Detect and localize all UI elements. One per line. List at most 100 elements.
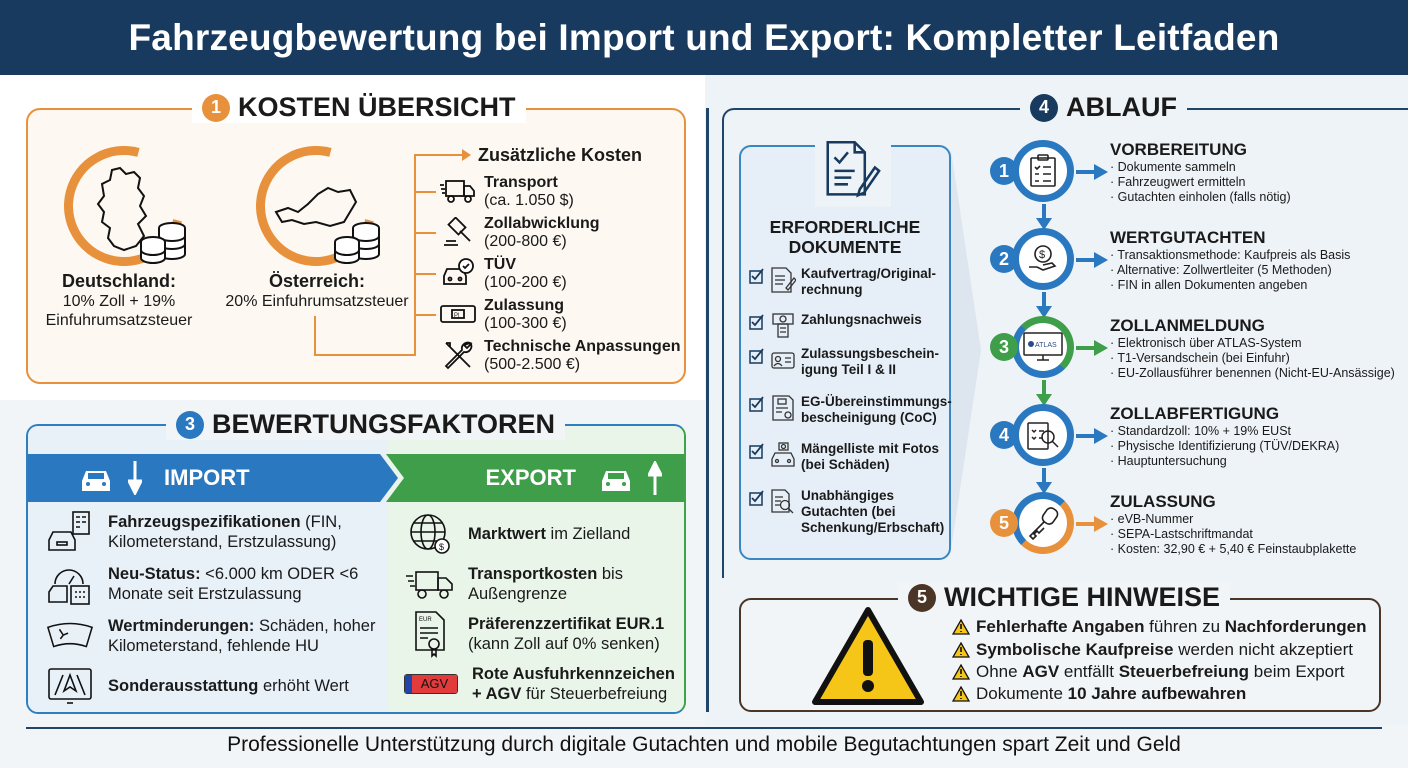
ablauf-title: 4 ABLAUF <box>1020 92 1187 123</box>
country-rate: 20% Einfuhrumsatzsteuer <box>225 293 409 310</box>
step-circle: $ <box>1012 228 1074 290</box>
bewertung-title: 3 BEWERTUNGSFAKTOREN <box>166 409 566 440</box>
export-item: Transportkosten bis Außengrenze <box>406 562 686 606</box>
payment-icon <box>772 313 794 338</box>
cost-label: Technische Anpassungen <box>484 338 681 355</box>
cost-value: (500-2.500 €) <box>484 356 581 373</box>
step-content: ZOLLANMELDUNG Elektronisch über ATLAS-Sy… <box>1110 316 1408 381</box>
camera-car-icon <box>771 442 795 467</box>
clipboard-icon <box>1030 154 1056 187</box>
step-bullet: Alternative: Zollwertleiter (5 Methoden) <box>1110 263 1408 278</box>
kosten-section: Deutschland: 10% Zoll + 19% Einfuhrumsat… <box>26 108 686 384</box>
step-bullet: Transaktionsmethode: Kaufpreis als Basis <box>1110 248 1408 263</box>
arrow-down-icon <box>1036 292 1052 318</box>
checkbox-checked-icon <box>749 443 764 459</box>
factor-bold: Marktwert <box>468 525 546 543</box>
hint-bold: AGV <box>1022 662 1060 681</box>
money-hand-icon: $ <box>1029 245 1057 271</box>
car-icon <box>602 471 630 491</box>
step-bullet: eVB-Nummer <box>1110 512 1408 527</box>
checkbox-checked-icon <box>749 490 764 506</box>
cost-item-zulassung: P| Zulassung(100-300 €) <box>440 297 567 333</box>
license-plate-icon: P| <box>440 297 476 331</box>
step-number: 5 <box>990 509 1018 537</box>
factor-bold: Sonderausstattung <box>108 677 259 695</box>
warning-triangle-icon <box>812 607 924 705</box>
step-bullet: Standardzoll: 10% + 19% EUSt <box>1110 424 1408 439</box>
svg-text:ATLAS: ATLAS <box>1035 342 1057 349</box>
step-circle <box>1012 140 1074 202</box>
documents-title-2: DOKUMENTE <box>788 237 902 257</box>
factor-text: für Steuerbefreiung <box>521 685 668 703</box>
page-title: Fahrzeugbewertung bei Import und Export:… <box>128 16 1280 58</box>
step-bullet: T1-Versandschein (bei Einfuhr) <box>1110 351 1408 366</box>
document-pen-icon <box>815 133 891 207</box>
document-item: Kaufvertrag/Original-rechnung <box>749 266 936 298</box>
header: Fahrzeugbewertung bei Import und Export:… <box>0 0 1408 75</box>
step-bullet: Kosten: 32,90 € + 5,40 € Feinstaubplaket… <box>1110 542 1408 557</box>
contract-icon <box>771 267 796 293</box>
document-label-2: bescheinigung (CoC) <box>801 410 937 425</box>
step-content: ZULASSUNG eVB-NummerSEPA-Lastschriftmand… <box>1110 492 1408 557</box>
coins-icon <box>334 222 380 264</box>
import-item: Wertminderungen: Schäden, hoher Kilomete… <box>46 614 386 658</box>
agv-plate-icon: AGV <box>404 662 458 706</box>
hint-bold: Symbolische Kaufpreise <box>976 640 1174 659</box>
step-bullet: Gutachten einholen (falls nötig) <box>1110 190 1408 205</box>
step-bullet: Dokumente sammeln <box>1110 160 1408 175</box>
arrow-right-icon <box>1076 164 1108 180</box>
checkbox-checked-icon <box>749 268 764 284</box>
cost-item-zollabwicklung: Zollabwicklung(200-800 €) <box>440 215 600 251</box>
hint-item: Symbolische Kaufpreise werden nicht akze… <box>952 640 1353 660</box>
cost-item-tuev: TÜV(100-200 €) <box>440 256 567 292</box>
document-label: Mängelliste mit Fotos <box>801 441 940 456</box>
cost-value: (ca. 1.050 $) <box>484 192 574 209</box>
svg-text:P|: P| <box>454 313 460 319</box>
id-card-icon <box>771 352 795 369</box>
document-label-2: rechnung <box>801 282 863 297</box>
flow-branch <box>414 191 436 193</box>
step-bullet: SEPA-Lastschriftmandat <box>1110 527 1408 542</box>
gavel-icon <box>440 215 476 249</box>
truck-icon <box>406 562 454 606</box>
flow-branch <box>414 314 436 316</box>
bewertung-section: IMPORT EXPORT <box>26 424 686 714</box>
truck-icon <box>440 174 476 208</box>
footer-text: Professionelle Unterstützung durch digit… <box>227 733 1181 756</box>
cost-label: Zulassung <box>484 297 565 314</box>
country-name: Deutschland: <box>61 271 176 291</box>
step-content: VORBEREITUNG Dokumente sammelnFahrzeugwe… <box>1110 140 1408 205</box>
austria-map-icon <box>274 186 358 228</box>
warning-icon <box>952 619 970 635</box>
document-label-2: Gutachten (bei <box>801 504 896 519</box>
svg-text:$: $ <box>1039 249 1045 261</box>
hint-text: Dokumente <box>976 684 1068 703</box>
germany-map-icon <box>96 166 148 252</box>
factor-bold: Fahrzeugspezifikationen <box>108 513 301 531</box>
factor-text: <6.000 km ODER <6 Monate seit Erstzulass… <box>108 565 359 603</box>
hint-text: führen zu <box>1144 617 1225 636</box>
hint-bold: Steuerbefreiung <box>1118 662 1250 681</box>
document-search-icon <box>771 489 794 514</box>
document-label: Unabhängiges <box>801 488 895 503</box>
section-title: WICHTIGE HINWEISE <box>944 582 1220 612</box>
document-label: Kaufvertrag/Original- <box>801 266 937 281</box>
inspection-icon <box>1027 422 1059 450</box>
step-number: 3 <box>990 333 1018 361</box>
section-number: 1 <box>202 93 230 122</box>
divider-line <box>706 108 709 712</box>
import-item: Fahrzeugspezifikationen (FIN, Kilometers… <box>46 510 386 554</box>
arrow-icon <box>462 149 471 161</box>
footer-divider <box>26 727 1382 729</box>
document-label-2: igung Teil I & II <box>801 362 896 377</box>
import-banner: IMPORT <box>28 454 398 502</box>
step-circle <box>1012 492 1074 554</box>
hint-item: Fehlerhafte Angaben führen zu Nachforder… <box>952 617 1366 637</box>
extra-costs-title: Zusätzliche Kosten <box>478 145 643 165</box>
factor-bold: Präferenzzertifikat EUR.1 <box>468 615 665 633</box>
factor-bold: Rote Ausfuhrkennzeichen + AGV <box>472 665 675 703</box>
import-item: Neu-Status: <6.000 km ODER <6 Monate sei… <box>46 562 386 606</box>
document-label: Zulassungsbeschein- <box>801 346 940 361</box>
arrow-down-icon <box>1036 204 1052 230</box>
